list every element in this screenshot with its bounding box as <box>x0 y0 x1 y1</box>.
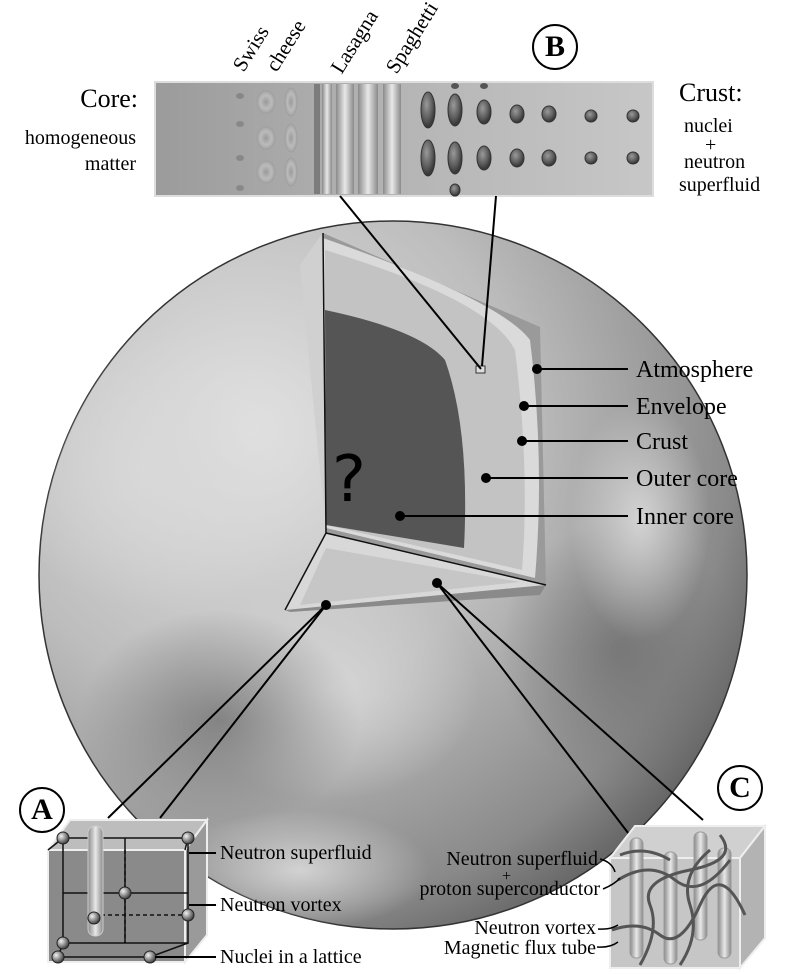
panel-c-badge: C <box>717 765 763 811</box>
neutron-star-sphere <box>38 220 748 930</box>
crust-description-line3: superfluid <box>679 174 761 196</box>
unknown-inner-core-mark: ? <box>332 443 366 517</box>
layer-label-crust: Crust <box>636 429 689 455</box>
core-heading: Core: <box>80 84 138 113</box>
panel-c-label-plus: + <box>502 868 512 885</box>
layer-label-outer-core: Outer core <box>636 466 738 492</box>
crust-description-plus: + <box>705 134 717 156</box>
panel-a-label-superfluid: Neutron superfluid <box>220 842 372 864</box>
core-description-line2: matter <box>84 153 136 175</box>
cutaway-layers <box>284 232 547 612</box>
panel-c-label-flux-tube: Magnetic flux tube <box>443 937 596 959</box>
crust-heading: Crust: <box>679 78 743 107</box>
core-description-line1: homogeneous <box>24 127 136 149</box>
panel-a-cube <box>46 816 209 965</box>
panel-c-cube <box>607 823 768 971</box>
panel-a-badge: A <box>19 787 65 833</box>
lasagna-slabs <box>314 84 401 194</box>
crust-description-line2: neutron <box>684 151 746 173</box>
panel-c-label-superfluid: Neutron superfluid <box>446 848 598 870</box>
panel-b-badge: B <box>532 24 578 70</box>
phase-strip <box>154 81 654 197</box>
panel-c-label-vortex: Neutron vortex <box>474 917 596 939</box>
layer-label-envelope: Envelope <box>636 394 727 420</box>
layer-label-inner-core: Inner core <box>636 504 734 530</box>
panel-a-label-nuclei: Nuclei in a lattice <box>220 946 362 968</box>
panel-c-label-superconductor: proton superconductor <box>419 878 600 900</box>
layer-leaders <box>400 368 628 517</box>
crust-description-line1: nuclei <box>684 115 733 137</box>
layer-label-atmosphere: Atmosphere <box>636 357 754 383</box>
panel-a-label-vortex: Neutron vortex <box>220 894 342 916</box>
